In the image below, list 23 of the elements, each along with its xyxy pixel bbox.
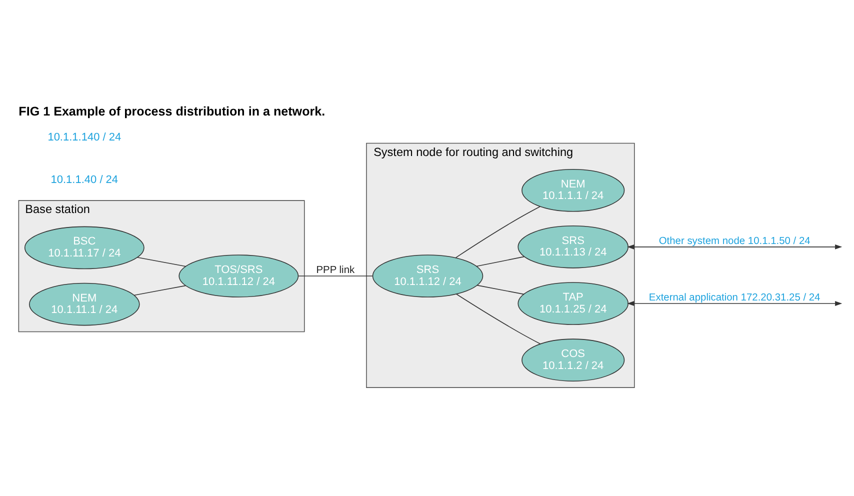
diagram-title: FIG 1 Example of process distribution in a network. bbox=[18, 104, 326, 118]
label: 10.1.1.140 / 24 bbox=[48, 131, 122, 144]
node-ellipse: TAP 10.1.1.25 / 24 bbox=[518, 282, 629, 324]
edge-label: PPP link bbox=[316, 264, 355, 276]
connector bbox=[476, 284, 524, 294]
node-ellipse: SRS 10.1.1.13 / 24 bbox=[518, 225, 629, 268]
connector bbox=[455, 206, 540, 258]
arrow bbox=[627, 244, 842, 249]
node-ellipse: NEM 10.1.1.1 / 24 bbox=[522, 168, 625, 212]
node-ellipse: BSC 10.1.11.17 / 24 bbox=[24, 226, 144, 269]
connector bbox=[456, 293, 541, 344]
connector bbox=[136, 256, 186, 266]
node-ellipse: COS 10.1.1.2 / 24 bbox=[522, 338, 625, 381]
edge-label: External application 172.20.31.25 / 24 bbox=[648, 292, 820, 304]
edge-label: Other system node 10.1.1.50 / 24 bbox=[658, 236, 810, 247]
connector bbox=[476, 256, 524, 266]
arrow bbox=[627, 300, 842, 306]
connector bbox=[298, 275, 373, 276]
label: 10.1.1.40 / 24 bbox=[50, 174, 118, 186]
node-ellipse: SRS 10.1.1.12 / 24 bbox=[372, 254, 484, 297]
node-ellipse: NEM 10.1.11.1 / 24 bbox=[29, 282, 140, 326]
connector bbox=[134, 284, 186, 296]
node-ellipse: TOS/SRS 10.1.11.12 / 24 bbox=[178, 254, 299, 297]
